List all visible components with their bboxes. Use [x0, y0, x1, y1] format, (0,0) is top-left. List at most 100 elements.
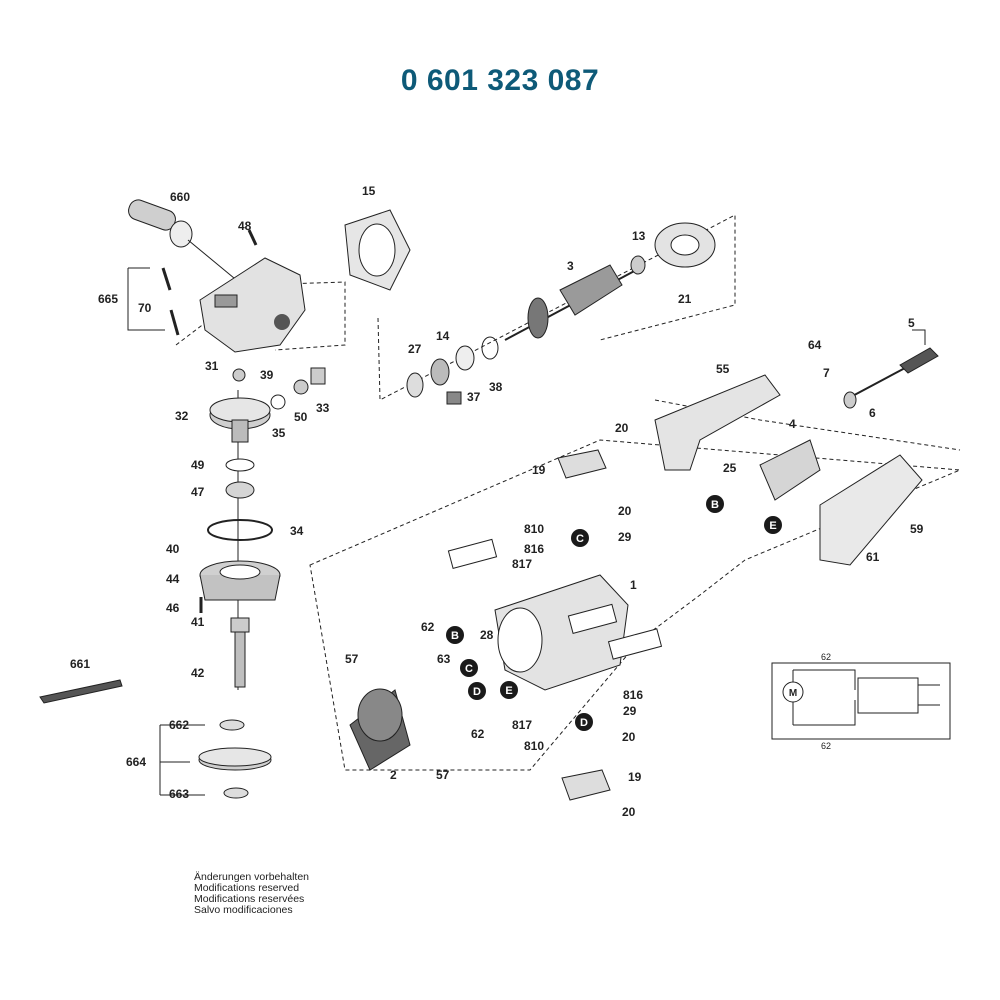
part-label-1: 1 — [630, 578, 637, 592]
armature-frame — [377, 214, 736, 401]
motor-housing-1 — [494, 574, 629, 691]
part-label-810-b: 810 — [524, 739, 544, 753]
part-label-7: 7 — [823, 366, 830, 380]
part-label-662: 662 — [169, 718, 189, 732]
gear-32 — [209, 397, 271, 443]
part-label-661: 661 — [70, 657, 90, 671]
part-label-35: 35 — [272, 426, 286, 440]
part-label-55: 55 — [716, 362, 730, 376]
label-plates — [447, 538, 663, 660]
cover-59 — [819, 454, 923, 566]
callout-d-lower: D — [580, 717, 588, 729]
spanner-661 — [39, 679, 123, 704]
page-title: 0 601 323 087 — [400, 64, 600, 97]
part-label-3: 3 — [567, 259, 574, 273]
part-label-664: 664 — [126, 755, 146, 769]
flanges-662-664-663 — [198, 719, 272, 799]
part-label-32: 32 — [175, 409, 189, 423]
bearing-ring-21 — [654, 222, 716, 268]
notice-line-es: Salvo modificaciones — [194, 904, 293, 916]
part-label-46: 46 — [166, 601, 180, 615]
part-label-2: 2 — [390, 768, 397, 782]
switch-4 — [759, 439, 821, 501]
notice-line-fr: Modifications reservées — [194, 893, 305, 905]
part-label-59: 59 — [910, 522, 924, 536]
part-label-57-a: 57 — [345, 652, 359, 666]
power-cord-6-5 — [843, 347, 939, 409]
bearing-group-27-14-37-38 — [406, 336, 499, 405]
part-label-817-b: 817 — [512, 718, 532, 732]
part-label-44: 44 — [166, 572, 180, 586]
part-label-64: 64 — [808, 338, 822, 352]
part-label-20-a: 20 — [615, 421, 629, 435]
part-label-29-b: 29 — [623, 704, 637, 718]
part-label-37: 37 — [467, 390, 481, 404]
part-label-810-a: 810 — [524, 522, 544, 536]
notice-line-de: Änderungen vorbehalten — [194, 871, 310, 883]
part-label-21: 21 — [678, 292, 692, 306]
part-label-20-d: 20 — [622, 805, 636, 819]
armature-3 — [504, 264, 641, 341]
part-label-25: 25 — [723, 461, 737, 475]
small-parts-39-50-33 — [232, 367, 326, 410]
part-label-20-b: 20 — [618, 504, 632, 518]
callout-c-upper: C — [576, 533, 584, 545]
callout-e-field: E — [505, 685, 512, 697]
part-label-61: 61 — [866, 550, 880, 564]
part-label-39: 39 — [260, 368, 274, 382]
part-label-19-a: 19 — [532, 463, 546, 477]
part-label-14: 14 — [436, 329, 450, 343]
bearing-stack-49-47 — [225, 458, 255, 499]
spindle-42 — [199, 597, 250, 688]
callout-b-handle: B — [711, 499, 719, 511]
part-label-660: 660 — [170, 190, 190, 204]
part-label-29-a: 29 — [618, 530, 632, 544]
part-label-70: 70 — [138, 301, 152, 315]
part-label-42: 42 — [191, 666, 205, 680]
part-label-13: 13 — [632, 229, 646, 243]
part-label-41: 41 — [191, 615, 205, 629]
part-label-817-a: 817 — [512, 557, 532, 571]
schematic-label-top: 62 — [821, 652, 831, 662]
motor-housing-frame — [309, 439, 961, 771]
schematic-label-bottom: 62 — [821, 741, 831, 751]
small-bearing-13 — [630, 255, 646, 275]
part-label-665: 665 — [98, 292, 118, 306]
side-handle-660 — [128, 199, 241, 284]
field-2 — [349, 688, 411, 771]
part-label-6: 6 — [869, 406, 876, 420]
part-label-34: 34 — [290, 524, 304, 538]
part-label-28: 28 — [480, 628, 494, 642]
part-label-48: 48 — [238, 219, 252, 233]
part-label-33: 33 — [316, 401, 330, 415]
part-label-4: 4 — [789, 417, 796, 431]
callout-c-field: C — [465, 663, 473, 675]
part-label-50: 50 — [294, 410, 308, 424]
spindle-housing-44 — [199, 560, 281, 601]
callout-b-field: B — [451, 630, 459, 642]
part-label-40: 40 — [166, 542, 180, 556]
part-label-57-b: 57 — [436, 768, 450, 782]
part-label-62-b: 62 — [471, 727, 485, 741]
part-label-15: 15 — [362, 184, 376, 198]
modifications-notice: Änderungen vorbehalten Modifications res… — [194, 872, 309, 916]
part-label-62-a: 62 — [421, 620, 435, 634]
callout-d-field: D — [473, 686, 481, 698]
pin-48 — [247, 229, 258, 246]
part-label-5: 5 — [908, 316, 915, 330]
brush-holders-19-810 — [557, 449, 611, 801]
handle-shell-55 — [654, 374, 781, 471]
part-label-49: 49 — [191, 458, 205, 472]
wiring-schematic — [771, 662, 951, 740]
o-ring-34 — [207, 519, 273, 541]
part-label-63: 63 — [437, 652, 451, 666]
part-label-816-b: 816 — [623, 688, 643, 702]
part-label-20-c: 20 — [622, 730, 636, 744]
part-label-31: 31 — [205, 359, 219, 373]
part-label-38: 38 — [489, 380, 503, 394]
part-label-816-a: 816 — [524, 542, 544, 556]
part-label-19-b: 19 — [628, 770, 642, 784]
screws-70 — [161, 267, 180, 336]
bearing-flange-15 — [344, 209, 411, 291]
